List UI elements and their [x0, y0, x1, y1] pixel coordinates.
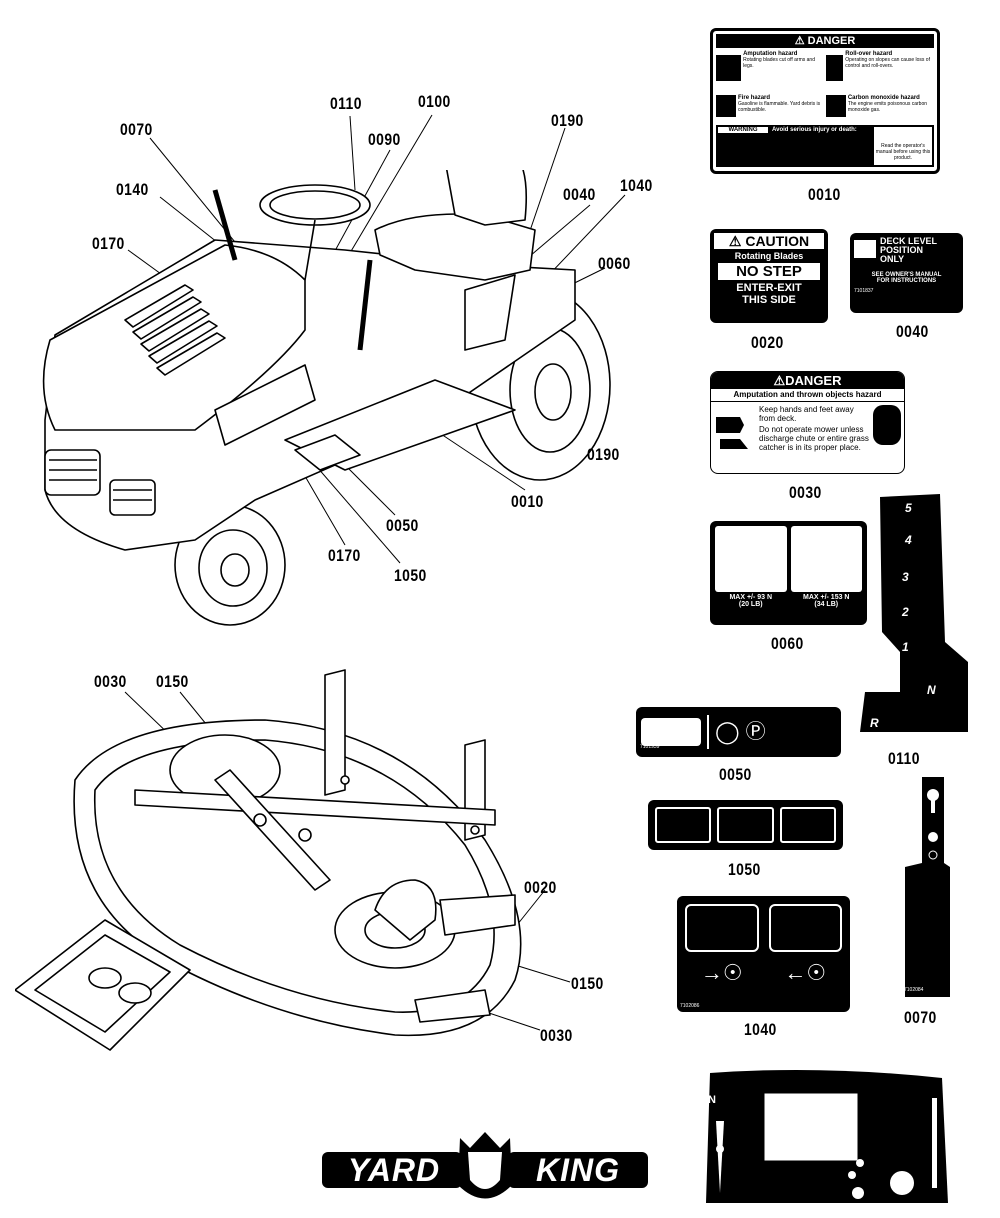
callout-0030: 0030 — [540, 1026, 573, 1045]
callout-0040: 0040 — [563, 185, 596, 204]
riding-mower-icon — [685, 904, 759, 952]
gear-1: 1 — [902, 640, 909, 654]
decal-label-0010: 0010 — [808, 185, 841, 204]
decal-0060: MAX +/- 93 N (20 LB) MAX +/- 153 N (34 L… — [710, 521, 867, 625]
callout-0140: 0140 — [116, 180, 149, 199]
decal-label-0110: 0110 — [888, 749, 920, 768]
decal-label-1050: 1050 — [728, 860, 761, 879]
callout-0100: 0100 — [418, 92, 451, 111]
brake-icon: ◯ — [715, 719, 740, 744]
gear-2: 2 — [902, 605, 909, 619]
callout-0190: 0190 — [587, 445, 620, 464]
gear-5: 5 — [905, 501, 912, 515]
yard-king-logo: YARD KING — [320, 1130, 650, 1210]
callout-0190: 0190 — [551, 111, 584, 130]
hand-foot-icon — [714, 405, 756, 455]
decal-label-0040: 0040 — [896, 322, 929, 341]
callout-0050: 0050 — [386, 516, 419, 535]
walk-mower-icon — [768, 904, 842, 952]
gear-n: N — [927, 683, 936, 697]
tow-tractor-icon — [790, 526, 862, 592]
logo-yard-text: YARD — [347, 1152, 441, 1188]
callout-0010: 0010 — [511, 492, 544, 511]
decal-0050-code: 7101939 — [640, 744, 660, 750]
callout-0150: 0150 — [571, 974, 604, 993]
rotating-blades-text: Rotating Blades — [734, 251, 804, 261]
callout-0090: 0090 — [368, 130, 401, 149]
decal-1050 — [648, 800, 843, 850]
gear-r: R — [870, 716, 879, 730]
decal-label-0050: 0050 — [719, 765, 752, 784]
this-side-text: THIS SIDE — [742, 294, 796, 306]
lift-lever-icon — [655, 807, 712, 843]
decal-0030: ⚠DANGER Amputation and thrown objects ha… — [710, 371, 905, 474]
callout-0060: 0060 — [598, 254, 631, 273]
pedal-icon — [717, 807, 774, 843]
decal-0010-header: ⚠ DANGER — [716, 34, 934, 48]
caution-header: ⚠ CAUTION — [714, 233, 824, 249]
decal-label-1040: 1040 — [744, 1020, 777, 1039]
decal-label-0070: 0070 — [904, 1008, 937, 1027]
callout-0170: 0170 — [328, 546, 361, 565]
decal-0030-subheader: Amputation and thrown objects hazard — [711, 389, 904, 402]
book-icon — [854, 240, 876, 258]
push-rider-icon — [715, 526, 787, 592]
callout-0110: 0110 — [330, 94, 362, 113]
decal-0070 — [905, 777, 950, 997]
callout-1050: 1050 — [394, 566, 427, 585]
decal-1040: →☉ ←☉ — [677, 896, 850, 1012]
callout-0150: 0150 — [156, 672, 189, 691]
decal-0030-header: ⚠DANGER — [711, 372, 904, 389]
decal-0050: ◯ Ⓟ — [636, 707, 841, 757]
callout-0170: 0170 — [92, 234, 125, 253]
callout-0020: 0020 — [524, 878, 557, 897]
callout-1040: 1040 — [620, 176, 653, 195]
gear-3: 3 — [902, 570, 909, 584]
no-step-text: NO STEP — [718, 263, 820, 280]
decal-label-0030: 0030 — [789, 483, 822, 502]
seat-icon — [779, 807, 836, 843]
decal-0120 — [706, 1069, 948, 1203]
callout-0070: 0070 — [120, 120, 153, 139]
gear-4: 4 — [905, 533, 912, 547]
forward-arrow-icon: →☉ — [700, 960, 743, 985]
warning-strip: WARNING Avoid serious injury or death: R… — [716, 125, 934, 167]
enter-exit-text: ENTER-EXIT — [736, 282, 802, 294]
decal-0070-code: 7102084 — [904, 987, 924, 993]
parking-brake-icon: Ⓟ — [745, 721, 766, 743]
decal-0020: ⚠ CAUTION Rotating Blades NO STEP ENTER-… — [710, 229, 828, 323]
tractor-illustration — [42, 170, 611, 626]
logo-king-text: KING — [536, 1152, 620, 1188]
decal-label-0060: 0060 — [771, 634, 804, 653]
decal-0110 — [860, 494, 968, 732]
mower-deck-illustration — [15, 669, 522, 1051]
reverse-arrow-icon: ←☉ — [784, 960, 827, 985]
thrown-objects-icon — [873, 405, 901, 445]
mower-engage-icon — [641, 718, 701, 746]
callout-0030: 0030 — [94, 672, 127, 691]
decal-1040-code: 7102086 — [680, 1003, 700, 1009]
neutral-marker: N — [708, 1094, 716, 1106]
decal-label-0020: 0020 — [751, 333, 784, 352]
